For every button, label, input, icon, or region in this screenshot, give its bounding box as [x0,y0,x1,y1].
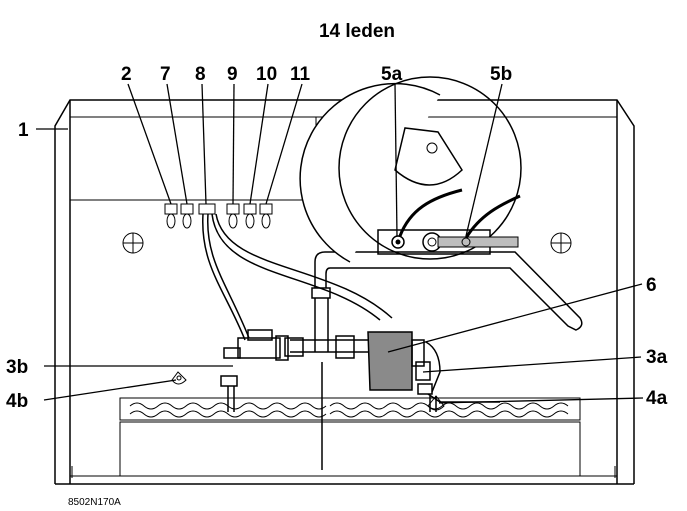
detail-magnifier [299,76,522,263]
cables [202,213,393,341]
label-9: 9 [227,64,238,85]
reference-code: 8502N170A [68,497,121,508]
valve-assembly-right [367,331,500,412]
electrode-right [427,395,445,411]
burner-tray [119,362,581,477]
label-10: 10 [256,64,277,85]
label-6: 6 [646,275,657,296]
electrode-left [171,371,187,385]
label-5a: 5a [381,64,403,85]
mounting-hole-right [550,232,572,254]
label-2: 2 [121,64,132,85]
label-11: 11 [290,64,311,85]
valve-assembly-left [220,329,355,412]
label-3a: 3a [646,347,668,368]
gas-pipe [290,251,583,353]
label-4a: 4a [646,388,668,409]
mounting-hole-left [122,232,144,254]
diagram-title: 14 leden [319,21,395,42]
leader-lines [36,83,644,404]
terminal-strip [164,203,273,229]
label-8: 8 [195,64,206,85]
label-4b: 4b [6,391,28,412]
label-5b: 5b [490,64,512,85]
label-1: 1 [18,120,29,141]
label-7: 7 [160,64,171,85]
label-3b: 3b [6,357,28,378]
